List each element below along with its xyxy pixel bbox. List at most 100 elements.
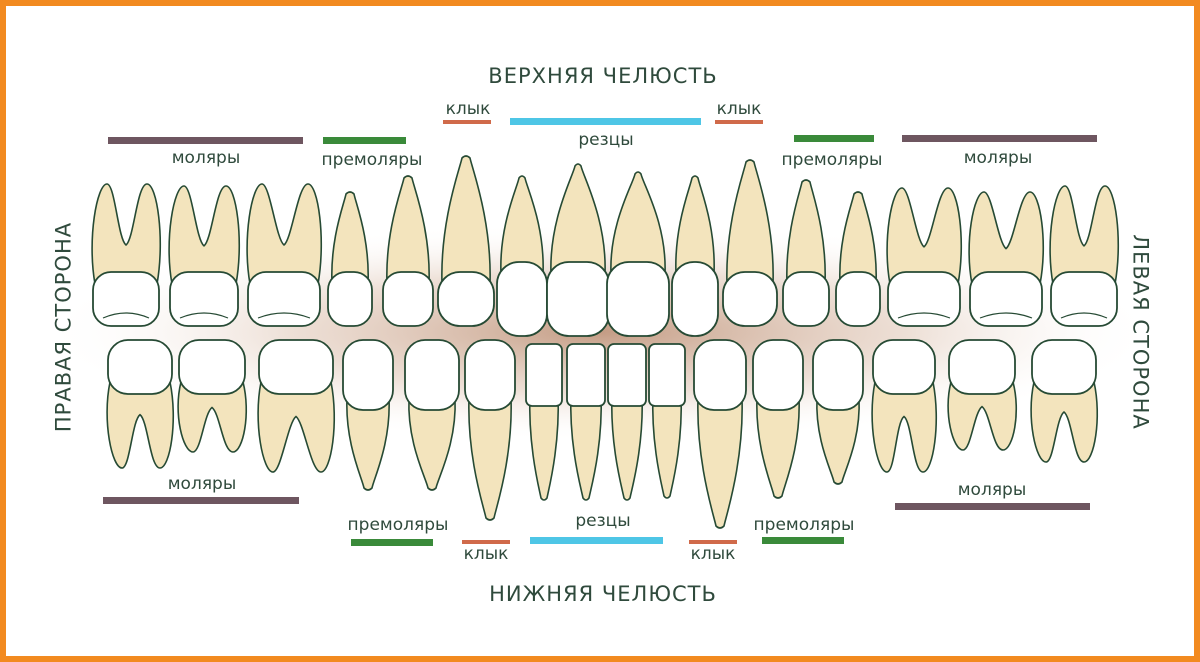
upper-incisors-bar bbox=[510, 118, 701, 125]
tooth-crown bbox=[752, 339, 804, 411]
tooth-icon bbox=[404, 339, 460, 491]
tooth-icon bbox=[947, 339, 1017, 451]
tooth-icon bbox=[812, 339, 864, 485]
upper-left-molars-bar bbox=[902, 135, 1097, 142]
tooth-crown bbox=[496, 261, 548, 337]
tooth-icon bbox=[382, 175, 434, 327]
lower-teeth bbox=[106, 339, 1099, 529]
tooth-crown bbox=[342, 339, 394, 411]
tooth-crown bbox=[258, 339, 334, 395]
tooth-root bbox=[346, 397, 390, 491]
left-side-label: ЛЕВАЯ СТОРОНА bbox=[1128, 234, 1153, 430]
tooth-icon bbox=[968, 191, 1045, 327]
lower-left-molars-bar bbox=[895, 503, 1090, 510]
lower-right-canine-bar bbox=[462, 540, 510, 544]
lower-left-canine-label: клык bbox=[690, 544, 736, 564]
tooth-groove bbox=[102, 312, 150, 319]
tooth-crown bbox=[969, 271, 1043, 327]
tooth-groove bbox=[979, 312, 1033, 319]
tooth-root bbox=[675, 175, 715, 275]
tooth-root bbox=[610, 171, 666, 275]
tooth-icon bbox=[496, 175, 548, 337]
tooth-icon bbox=[546, 163, 610, 337]
tooth-crown bbox=[1031, 339, 1097, 395]
tooth-crown bbox=[178, 339, 246, 395]
tooth-root bbox=[786, 179, 826, 285]
tooth-crown bbox=[835, 271, 881, 327]
upper-right-canine-bar bbox=[443, 120, 491, 124]
lower-right-premolars-bar bbox=[351, 539, 433, 546]
tooth-crown bbox=[872, 339, 936, 395]
tooth-icon bbox=[246, 183, 323, 327]
tooth-icon bbox=[168, 185, 241, 327]
lower-right-premolars-label: премоляры bbox=[347, 515, 449, 535]
tooth-root bbox=[408, 397, 456, 491]
upper-right-molars-bar bbox=[108, 137, 303, 144]
upper-incisors-label: резцы bbox=[578, 130, 634, 150]
lower-left-molars-label: моляры bbox=[957, 480, 1027, 500]
tooth-crown bbox=[606, 261, 670, 337]
tooth-root bbox=[106, 381, 175, 469]
upper-teeth bbox=[91, 155, 1120, 337]
tooth-icon bbox=[607, 343, 647, 501]
tooth-icon bbox=[671, 175, 719, 337]
tooth-root bbox=[246, 183, 323, 285]
tooth-root bbox=[468, 397, 512, 521]
tooth-crown bbox=[437, 271, 495, 327]
lower-left-premolars-label: премоляры bbox=[753, 515, 855, 535]
tooth-root bbox=[871, 381, 938, 473]
tooth-crown bbox=[722, 271, 778, 327]
tooth-icon bbox=[871, 339, 938, 473]
tooth-groove bbox=[897, 312, 951, 319]
tooth-root bbox=[569, 393, 603, 501]
tooth-icon bbox=[782, 179, 830, 327]
tooth-root bbox=[386, 175, 430, 285]
tooth-crown bbox=[169, 271, 239, 327]
lower-left-canine-bar bbox=[689, 540, 737, 544]
upper-right-premolars-label: премоляры bbox=[321, 150, 423, 170]
lower-right-canine-label: клык bbox=[463, 544, 509, 564]
tooth-crown bbox=[566, 343, 606, 407]
tooth-icon bbox=[257, 339, 336, 473]
tooth-crown bbox=[812, 339, 864, 411]
tooth-root bbox=[839, 191, 877, 285]
tooth-crown bbox=[948, 339, 1016, 395]
tooth-icon bbox=[566, 343, 606, 501]
tooth-icon bbox=[1030, 339, 1099, 463]
tooth-root bbox=[651, 393, 683, 499]
lower-jaw-title: НИЖНЯЯ ЧЕЛЮСТЬ bbox=[489, 582, 717, 606]
tooth-icon bbox=[525, 343, 563, 501]
tooth-icon bbox=[327, 191, 373, 327]
tooth-root bbox=[697, 397, 743, 529]
tooth-icon bbox=[1049, 185, 1120, 327]
tooth-crown bbox=[887, 271, 961, 327]
tooth-crown bbox=[671, 261, 719, 337]
upper-left-canine-label: клык bbox=[716, 99, 762, 119]
tooth-crown bbox=[327, 271, 373, 327]
lower-incisors-bar bbox=[530, 537, 663, 544]
upper-left-molars-label: моляры bbox=[963, 148, 1033, 168]
tooth-crown bbox=[693, 339, 747, 411]
tooth-root bbox=[816, 397, 860, 485]
tooth-crown bbox=[107, 339, 173, 395]
upper-right-premolars-bar bbox=[323, 137, 406, 144]
tooth-root bbox=[441, 155, 491, 285]
tooth-crown bbox=[782, 271, 830, 327]
upper-jaw-title: ВЕРХНЯЯ ЧЕЛЮСТЬ bbox=[488, 64, 718, 88]
tooth-root bbox=[550, 163, 606, 275]
lower-right-molars-label: моляры bbox=[167, 474, 237, 494]
upper-left-premolars-label: премоляры bbox=[781, 150, 883, 170]
tooth-icon bbox=[106, 339, 175, 469]
tooth-root bbox=[756, 397, 800, 499]
tooth-groove bbox=[1060, 312, 1108, 319]
tooth-root bbox=[610, 393, 644, 501]
tooth-root bbox=[968, 191, 1045, 285]
tooth-crown bbox=[607, 343, 647, 407]
tooth-root bbox=[947, 381, 1017, 451]
tooth-root bbox=[91, 183, 162, 285]
tooth-icon bbox=[752, 339, 804, 499]
tooth-crown bbox=[247, 271, 321, 327]
tooth-groove bbox=[179, 312, 229, 319]
upper-right-molars-label: моляры bbox=[171, 148, 241, 168]
